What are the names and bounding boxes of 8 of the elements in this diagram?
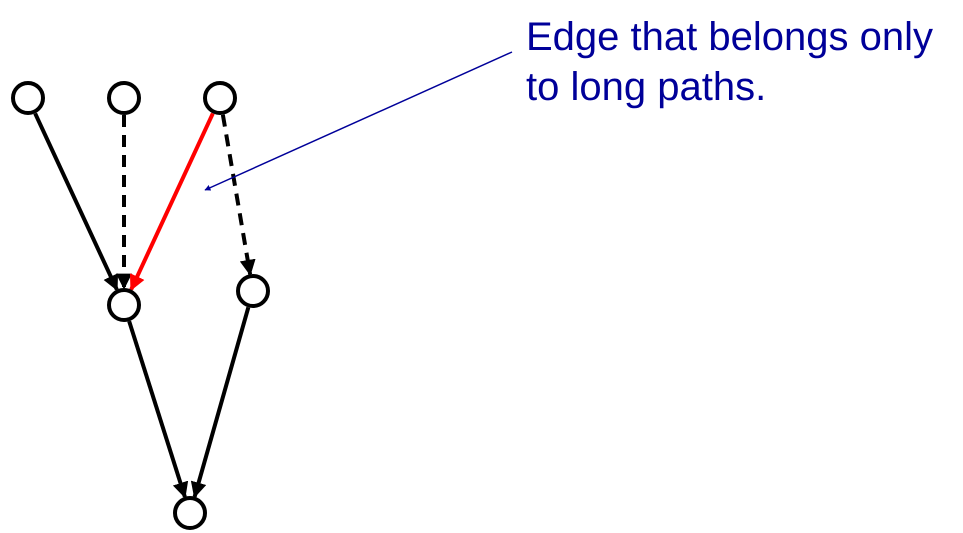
arrow <box>129 112 215 292</box>
arrow <box>190 306 250 498</box>
leader-line <box>204 51 512 191</box>
arrow <box>33 112 119 292</box>
arrow <box>127 320 188 498</box>
arrow <box>116 115 132 290</box>
arrow <box>220 114 256 276</box>
callout-text: Edge that belongs only to long paths. <box>526 12 958 112</box>
